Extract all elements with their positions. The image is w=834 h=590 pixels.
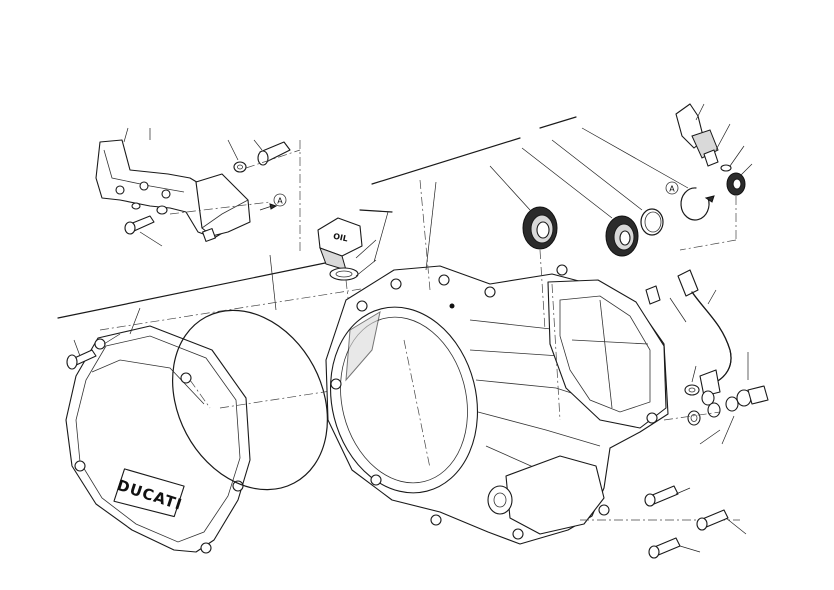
circlip [581, 127, 710, 221]
pressure-sensor [675, 103, 753, 251]
seal-large [489, 165, 558, 331]
oil-filler-cap: OIL [317, 217, 377, 317]
ref-marker-a-right-label: A [669, 185, 675, 194]
crankcase-cover [325, 179, 740, 545]
o-ring-small [551, 139, 664, 236]
leader-lines-top [373, 181, 437, 271]
ref-marker-a-left-label: A [277, 197, 283, 206]
dowel-pin [645, 285, 687, 323]
bearing-ring [521, 147, 639, 257]
bolt-lower-3 [648, 537, 701, 559]
ref-marker-a-left: A [259, 193, 287, 211]
clutch-cover: DUCATI [65, 307, 251, 554]
ref-marker-a-right: A [665, 181, 715, 203]
oil-cap-label: OIL [332, 232, 348, 244]
separation-lines [57, 116, 577, 319]
bracket-assembly [95, 127, 301, 254]
bolt-lower-1 [644, 485, 691, 507]
banjo-bolt-set [663, 365, 769, 445]
oil-pipe [677, 269, 749, 406]
bolt-lower-2 [696, 509, 747, 535]
